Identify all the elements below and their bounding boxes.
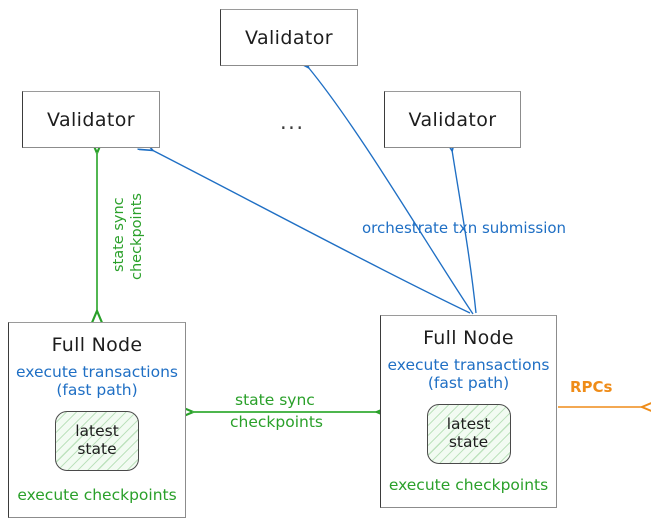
orchestrate-txn-submission-label: orchestrate txn submission	[362, 219, 567, 237]
validators-ellipsis: ...	[280, 110, 305, 134]
full-node-right-latest-state-line1: latest	[446, 414, 491, 433]
full-node-right-execute: execute transactions (fast path)	[387, 356, 549, 393]
full-node-right-box[interactable]: Full Node execute transactions (fast pat…	[380, 315, 557, 508]
validator-left-label: Validator	[47, 108, 135, 131]
validator-top-box[interactable]: Validator	[220, 9, 358, 66]
full-node-left-latest-state-line2: state	[77, 439, 117, 458]
full-node-left-execute: execute transactions (fast path)	[16, 363, 178, 400]
full-node-right-latest-state: latest state	[426, 403, 511, 464]
full-node-right-execute-line2: (fast path)	[427, 374, 510, 393]
full-node-left-latest-state-line1: latest	[75, 421, 119, 440]
full-node-right-title: Full Node	[423, 327, 514, 349]
full-node-left-box[interactable]: Full Node execute transactions (fast pat…	[8, 322, 186, 518]
full-node-left-checkpoints: execute checkpoints	[17, 486, 177, 504]
state-sync-vertical-label-line2: checkpoints	[129, 193, 145, 280]
state-sync-horizontal-label-line2: checkpoints	[230, 413, 323, 431]
full-node-left-execute-line2: (fast path)	[56, 381, 138, 400]
state-sync-vertical-label-line1: state sync	[111, 197, 127, 272]
validator-right-label: Validator	[408, 108, 497, 131]
full-node-right-execute-line1: execute transactions	[387, 356, 550, 374]
full-node-left-title: Full Node	[51, 334, 143, 356]
state-sync-horizontal-label-line1: state sync	[235, 391, 315, 409]
rpcs-label: RPCs	[570, 378, 613, 396]
full-node-left-execute-line1: execute transactions	[15, 363, 179, 381]
validator-left-box[interactable]: Validator	[22, 91, 160, 148]
full-node-left-latest-state: latest state	[55, 410, 139, 471]
full-node-right-latest-state-line2: state	[448, 432, 489, 451]
full-node-right-checkpoints: execute checkpoints	[388, 476, 549, 494]
validator-right-box[interactable]: Validator	[384, 91, 521, 148]
validator-top-label: Validator	[245, 26, 333, 49]
